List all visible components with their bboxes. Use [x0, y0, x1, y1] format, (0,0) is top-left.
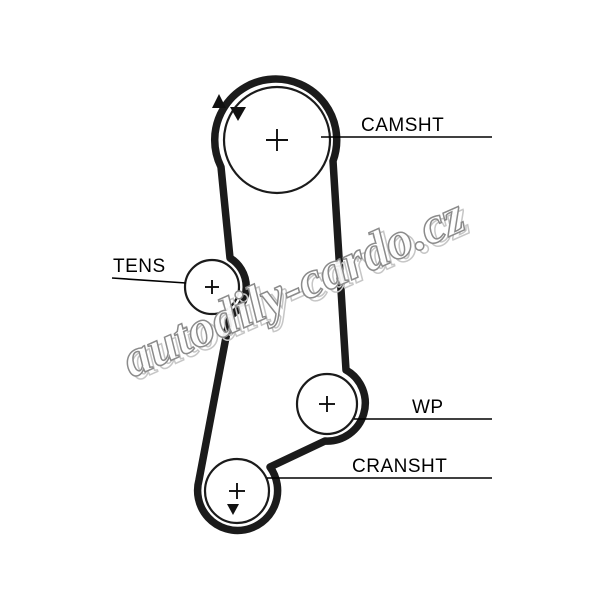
timing-belt — [193, 75, 370, 535]
water-pump-center-mark-icon — [319, 396, 335, 412]
watermark-layer: autodily-cardo.cz — [113, 186, 475, 390]
cam-timing-mark-down-icon — [230, 107, 246, 121]
watermark: autodily-cardo.cz — [113, 187, 473, 389]
tensioner-leader-line — [111, 277, 187, 284]
camshaft-label: CAMSHT — [361, 115, 444, 136]
tensioner-center-mark-icon — [205, 280, 219, 294]
crankshaft-label: CRANSHT — [352, 456, 447, 477]
crankshaft-center-mark-icon — [229, 483, 245, 499]
crank-timing-mark-down-icon — [227, 504, 239, 515]
camshaft-center-mark-icon — [266, 129, 288, 151]
cam-timing-mark-up-icon — [212, 94, 226, 108]
water-pump-label: WP — [412, 397, 444, 418]
tensioner-label: TENS — [113, 256, 166, 277]
